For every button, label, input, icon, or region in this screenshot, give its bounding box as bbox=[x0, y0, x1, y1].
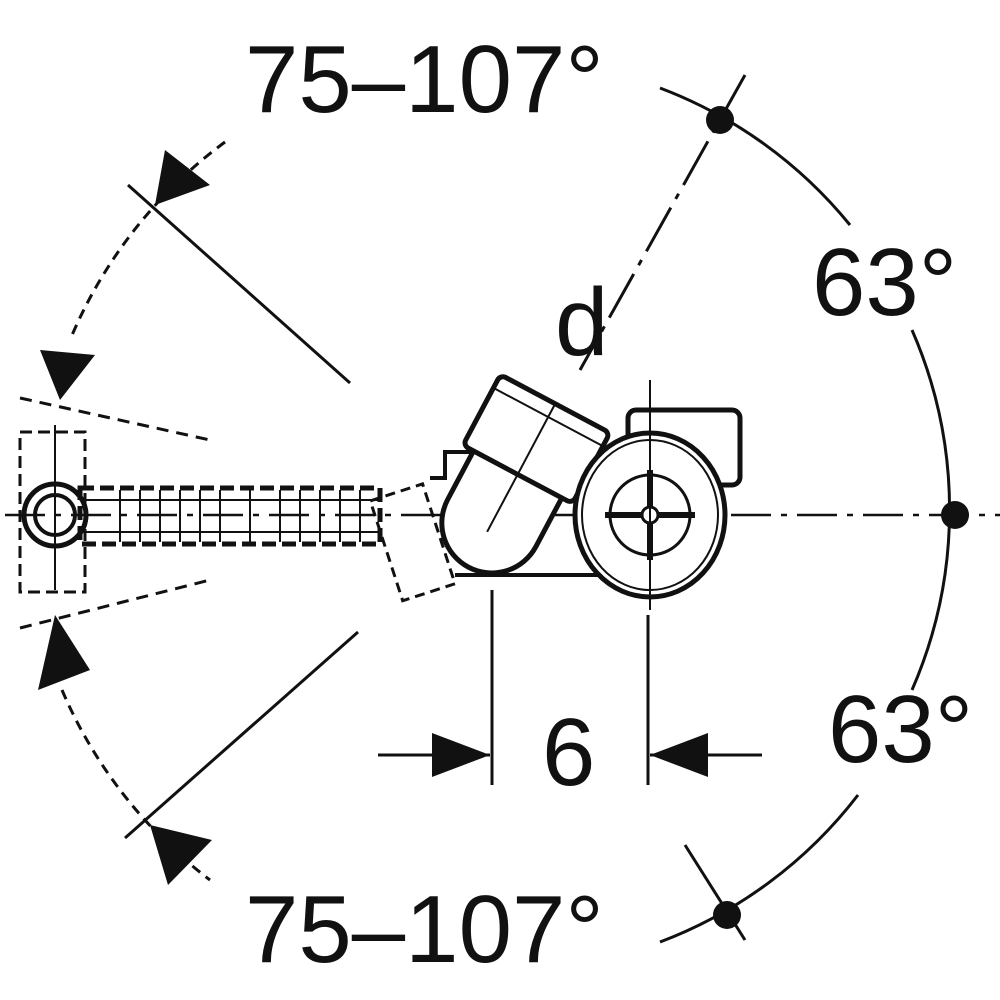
upper-radial-line bbox=[127, 183, 351, 385]
angle-label-top: 75–107° bbox=[245, 26, 604, 133]
angle-label-bottom: 75–107° bbox=[245, 876, 604, 983]
angle-dot bbox=[706, 106, 734, 134]
upper-radial-axis bbox=[578, 74, 747, 371]
angle-label-right-upper: 63° bbox=[812, 229, 957, 336]
offset-label: 6 bbox=[542, 699, 595, 806]
outlet-elbow bbox=[439, 374, 611, 576]
diameter-label: d bbox=[555, 269, 608, 376]
base-housing bbox=[430, 450, 600, 577]
angle-dot bbox=[941, 501, 969, 529]
arrow-icon bbox=[650, 733, 708, 777]
arrow-icon bbox=[40, 350, 95, 400]
alt-position-outline bbox=[368, 482, 457, 603]
pipe-end-outline bbox=[18, 430, 87, 594]
upper-swing-limit bbox=[19, 396, 211, 442]
arrow-icon bbox=[432, 733, 490, 777]
lower-radial-axis bbox=[683, 844, 747, 941]
arrow-icon bbox=[155, 150, 210, 205]
lower-radial-line bbox=[124, 630, 359, 840]
arrow-icon bbox=[38, 615, 90, 690]
flexible-pipe bbox=[77, 485, 383, 547]
lower-swing-limit bbox=[19, 578, 211, 630]
left-swing-arc bbox=[60, 689, 211, 882]
angle-label-right-lower: 63° bbox=[828, 676, 973, 783]
right-angle-arc bbox=[659, 794, 860, 944]
right-angle-arc bbox=[659, 86, 852, 226]
left-swing-arc bbox=[68, 140, 226, 341]
arrow-icon bbox=[150, 825, 212, 885]
